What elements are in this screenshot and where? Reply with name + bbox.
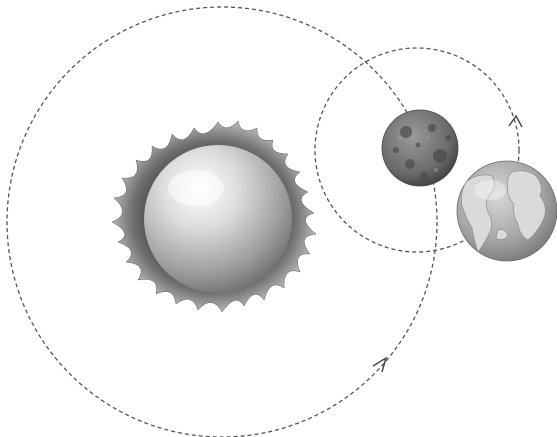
moon-icon xyxy=(382,110,458,186)
sun-core xyxy=(144,145,292,293)
orbit-direction-arrow-icon xyxy=(373,358,386,372)
sun-icon xyxy=(112,121,316,312)
earth-globe-icon xyxy=(457,161,557,261)
